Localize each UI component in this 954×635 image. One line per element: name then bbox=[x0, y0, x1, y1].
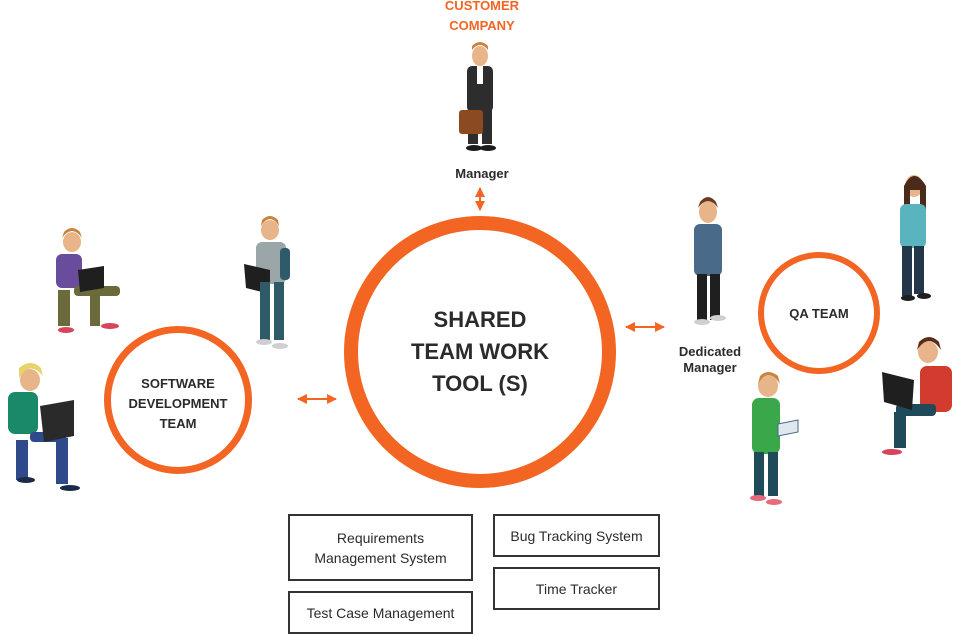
person-tablet-icon bbox=[750, 372, 799, 505]
person-manager-icon bbox=[694, 197, 726, 325]
qa-team-label: QA TEAM bbox=[789, 306, 849, 321]
customer-manager-label: Manager bbox=[455, 166, 509, 181]
person-laptop-icon bbox=[900, 175, 931, 301]
person-laptop-icon bbox=[882, 337, 952, 455]
dev-team-label: SOFTWARE DEVELOPMENT TEAM bbox=[128, 376, 228, 431]
test-case-management-box: Test Case Management bbox=[288, 591, 473, 634]
person-laptop-icon bbox=[244, 216, 290, 349]
qa-team-ring bbox=[758, 252, 880, 374]
customer-company-heading: CUSTOMER COMPANY bbox=[444, 0, 520, 33]
person-laptop-icon bbox=[8, 363, 80, 491]
person-laptop-icon bbox=[56, 228, 120, 333]
time-tracker-box: Time Tracker bbox=[493, 567, 660, 610]
dev-team-ring bbox=[104, 326, 252, 474]
person-manager-icon bbox=[459, 42, 496, 151]
requirements-management-box: Requirements Management System bbox=[288, 514, 473, 581]
bug-tracking-box: Bug Tracking System bbox=[493, 514, 660, 557]
dedicated-manager-label: Dedicated Manager bbox=[678, 344, 742, 375]
shared-tool-label: SHARED TEAM WORK TOOL (S) bbox=[410, 307, 550, 396]
